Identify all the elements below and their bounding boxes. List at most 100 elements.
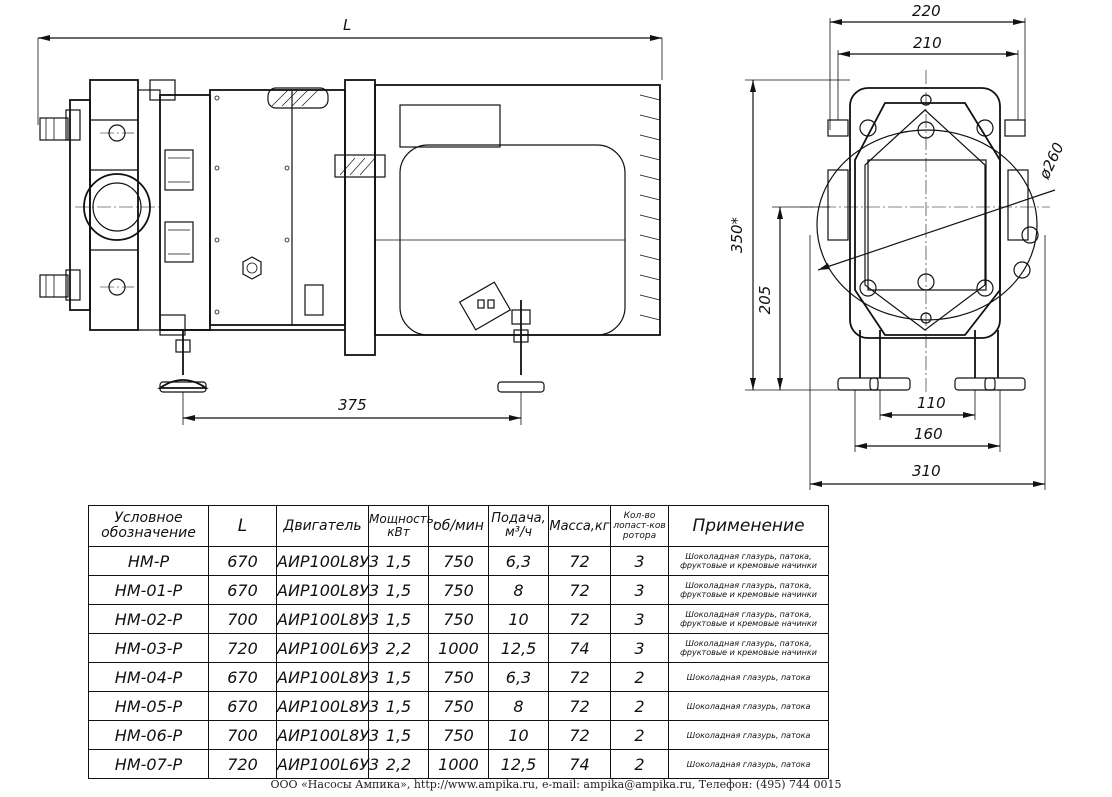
cell-designation: НМ-06-Р — [88, 720, 209, 750]
col-header-designation: Условное обозначение — [88, 505, 209, 547]
cell-designation: НМ-02-Р — [88, 604, 209, 634]
cell-power: 1,5 — [368, 691, 429, 721]
cell-flow: 10 — [488, 720, 549, 750]
cell-power: 2,2 — [368, 749, 429, 779]
dim-diameter-label: ø260 — [1035, 140, 1068, 183]
cell-rpm: 750 — [428, 720, 489, 750]
cell-power: 1,5 — [368, 546, 429, 576]
table-row: НМ-06-Р 700 АИР100L8У3 1,5 750 10 72 2 Ш… — [88, 720, 829, 750]
cell-rpm: 750 — [428, 575, 489, 605]
cell-blades: 3 — [610, 546, 669, 576]
cell-length: 670 — [208, 662, 277, 692]
adjustable-foot-left — [157, 330, 209, 393]
cell-flow: 8 — [488, 575, 549, 605]
dim-base-width-label: 310 — [912, 462, 941, 480]
dim-width-inner-label: 210 — [913, 34, 942, 52]
col-header-rpm: об/мин — [428, 505, 489, 547]
cell-flow: 6,3 — [488, 662, 549, 692]
cell-designation: НМ-07-Р — [88, 749, 209, 779]
cell-application: Шоколадная глазурь, патока — [668, 720, 829, 750]
cell-blades: 2 — [610, 691, 669, 721]
cell-application: Шоколадная глазурь, патока, фруктовые и … — [668, 604, 829, 634]
table-row: НМ-05-Р 670 АИР100L8У3 1,5 750 8 72 2 Шо… — [88, 691, 829, 721]
front-view: 220 210 350* 205 — [728, 2, 1068, 490]
cell-rpm: 750 — [428, 691, 489, 721]
side-view: L — [37, 16, 663, 425]
dim-height-axis-label: 205 — [756, 286, 774, 315]
cell-application: Шоколадная глазурь, патока, фруктовые и … — [668, 546, 829, 576]
cell-rpm: 1000 — [428, 749, 489, 779]
cell-flow: 8 — [488, 691, 549, 721]
cell-flow: 10 — [488, 604, 549, 634]
cell-motor: АИР100L8У3 — [276, 575, 379, 605]
cell-blades: 3 — [610, 604, 669, 634]
cell-blades: 2 — [610, 720, 669, 750]
table-row: НМ-03-Р 720 АИР100L6У3 2,2 1000 12,5 74 … — [88, 633, 829, 663]
cell-application: Шоколадная глазурь, патока — [668, 749, 829, 779]
cell-length: 670 — [208, 546, 277, 576]
specs-table: Условное обозначение L Двигатель Мощност… — [88, 505, 829, 779]
cell-mass: 74 — [548, 633, 611, 663]
cell-rpm: 1000 — [428, 633, 489, 663]
cell-motor: АИР100L6У3 — [276, 749, 379, 779]
cell-designation: НМ-05-Р — [88, 691, 209, 721]
cell-length: 720 — [208, 633, 277, 663]
cell-mass: 72 — [548, 604, 611, 634]
cell-application: Шоколадная глазурь, патока — [668, 662, 829, 692]
table-header-row: Условное обозначение L Двигатель Мощност… — [88, 505, 829, 547]
cell-motor: АИР100L8У3 — [276, 546, 379, 576]
company-footer: ООО «Насосы Ампика», http://www.ampika.r… — [270, 778, 842, 791]
table-row: НМ-04-Р 670 АИР100L8У3 1,5 750 6,3 72 2 … — [88, 662, 829, 692]
dim-base-length-label: 375 — [338, 396, 367, 414]
cell-application: Шоколадная глазурь, патока, фруктовые и … — [668, 575, 829, 605]
adjustable-foot-right — [497, 300, 545, 393]
cell-designation: НМ-04-Р — [88, 662, 209, 692]
cell-length: 670 — [208, 575, 277, 605]
col-header-power: Мощность, кВт — [368, 505, 438, 547]
cell-blades: 3 — [610, 575, 669, 605]
dim-foot-mid-label: 160 — [914, 425, 943, 443]
dim-height-total-label: 350* — [728, 216, 746, 253]
cell-length: 700 — [208, 604, 277, 634]
cell-power: 1,5 — [368, 662, 429, 692]
cell-mass: 72 — [548, 575, 611, 605]
cell-mass: 72 — [548, 546, 611, 576]
col-header-mass: Масса,кг — [548, 505, 611, 547]
cell-application: Шоколадная глазурь, патока — [668, 691, 829, 721]
cell-flow: 6,3 — [488, 546, 549, 576]
cell-power: 1,5 — [368, 720, 429, 750]
dim-length-label: L — [343, 16, 351, 34]
cell-mass: 74 — [548, 749, 611, 779]
pump-technical-drawing: L — [37, 2, 1068, 490]
cell-flow: 12,5 — [488, 749, 549, 779]
table-row: НМ-01-Р 670 АИР100L8У3 1,5 750 8 72 3 Шо… — [88, 575, 829, 605]
cell-rpm: 750 — [428, 662, 489, 692]
cell-application: Шоколадная глазурь, патока, фруктовые и … — [668, 633, 829, 663]
col-header-application: Применение — [668, 505, 829, 547]
dim-width-outer-label: 220 — [912, 2, 941, 20]
cell-motor: АИР100L8У3 — [276, 720, 379, 750]
cell-length: 700 — [208, 720, 277, 750]
col-header-blades: Кол-во лопаст-ков ротора — [610, 505, 669, 547]
cell-blades: 2 — [610, 749, 669, 779]
table-row: НМ-02-Р 700 АИР100L8У3 1,5 750 10 72 3 Ш… — [88, 604, 829, 634]
cell-motor: АИР100L6У3 — [276, 633, 379, 663]
table-row: НМ-07-Р 720 АИР100L6У3 2,2 1000 12,5 74 … — [88, 749, 829, 779]
cell-motor: АИР100L8У3 — [276, 691, 379, 721]
cell-designation: НМ-01-Р — [88, 575, 209, 605]
cell-mass: 72 — [548, 662, 611, 692]
dim-foot-inner-label: 110 — [917, 394, 946, 412]
cell-flow: 12,5 — [488, 633, 549, 663]
table-row: НМ-Р 670 АИР100L8У3 1,5 750 6,3 72 3 Шок… — [88, 546, 829, 576]
col-header-length: L — [208, 505, 277, 547]
cell-motor: АИР100L8У3 — [276, 662, 379, 692]
front-feet — [837, 330, 1026, 391]
cell-blades: 2 — [610, 662, 669, 692]
cell-rpm: 750 — [428, 604, 489, 634]
cell-motor: АИР100L8У3 — [276, 604, 379, 634]
cell-designation: НМ-Р — [88, 546, 209, 576]
cell-mass: 72 — [548, 720, 611, 750]
cell-length: 720 — [208, 749, 277, 779]
cell-length: 670 — [208, 691, 277, 721]
col-header-motor: Двигатель — [276, 505, 369, 547]
